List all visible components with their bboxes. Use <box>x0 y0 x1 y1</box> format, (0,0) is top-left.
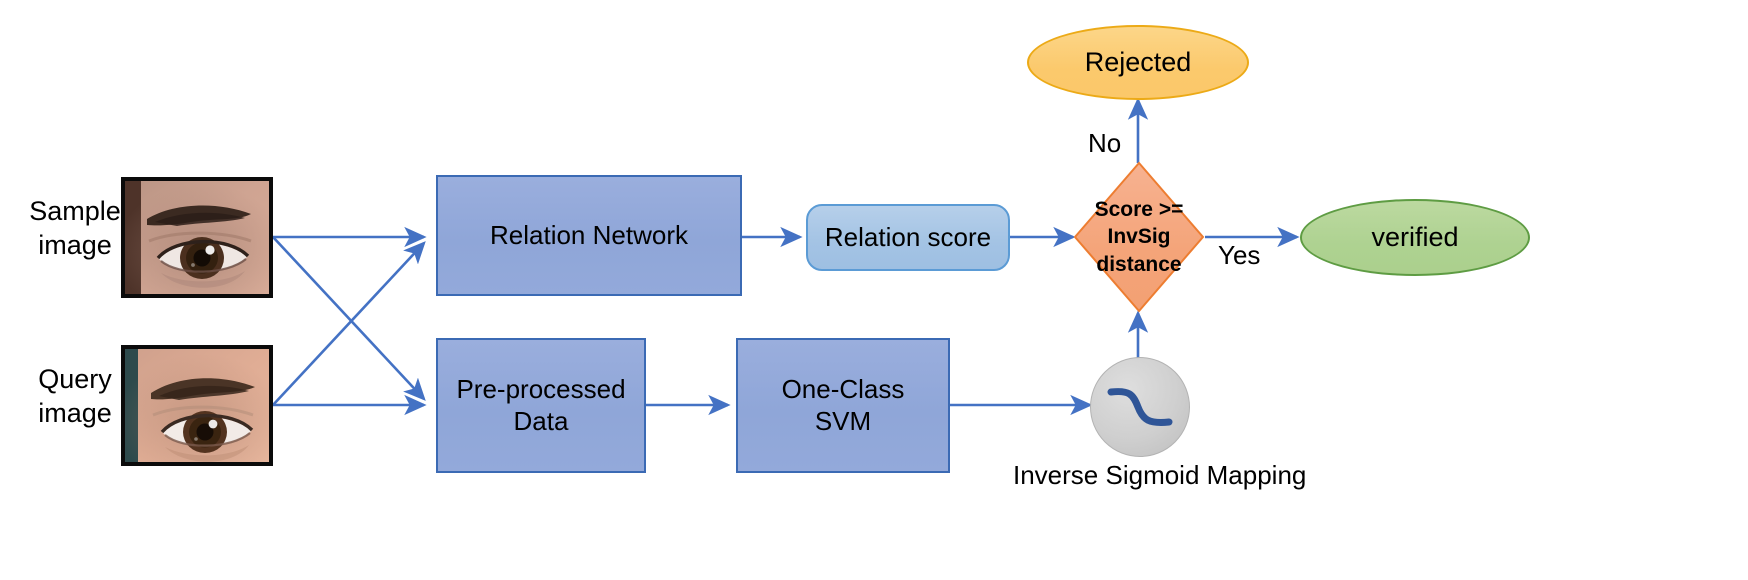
edge-label-yes: Yes <box>1218 240 1261 270</box>
node-rejected-label: Rejected <box>1084 47 1192 78</box>
edge-query-to-relation-network <box>272 241 426 406</box>
query-image-label: Query image <box>38 364 112 428</box>
caption-inverse-sigmoid-mapping: Inverse Sigmoid Mapping <box>1013 460 1307 490</box>
node-rejected[interactable]: Rejected <box>1027 25 1249 100</box>
query-image-photo <box>121 345 273 466</box>
node-one-class-svm[interactable]: One-Class SVM <box>736 338 950 473</box>
sample-image-label: Sample image <box>29 196 121 260</box>
edge-sample-to-preprocessed <box>272 236 426 401</box>
inverse-sigmoid-icon <box>1107 388 1173 426</box>
sample-image-photo <box>121 177 273 298</box>
node-one-class-svm-label: One-Class SVM <box>781 373 905 436</box>
edge-label-no: No <box>1088 128 1122 158</box>
node-relation-score-label: Relation score <box>824 221 992 252</box>
node-preprocessed-data[interactable]: Pre-processed Data <box>436 338 646 473</box>
node-relation-score[interactable]: Relation score <box>806 204 1010 271</box>
node-inverse-sigmoid-circle[interactable] <box>1090 357 1190 457</box>
node-verified[interactable]: verified <box>1300 199 1530 276</box>
node-preprocessed-data-label: Pre-processed Data <box>456 373 626 436</box>
node-relation-network-label: Relation Network <box>490 219 688 250</box>
node-verified-label: verified <box>1371 222 1459 253</box>
node-relation-network[interactable]: Relation Network <box>436 175 742 296</box>
node-decision-diamond[interactable]: Score >= InvSig distance <box>1073 161 1205 313</box>
